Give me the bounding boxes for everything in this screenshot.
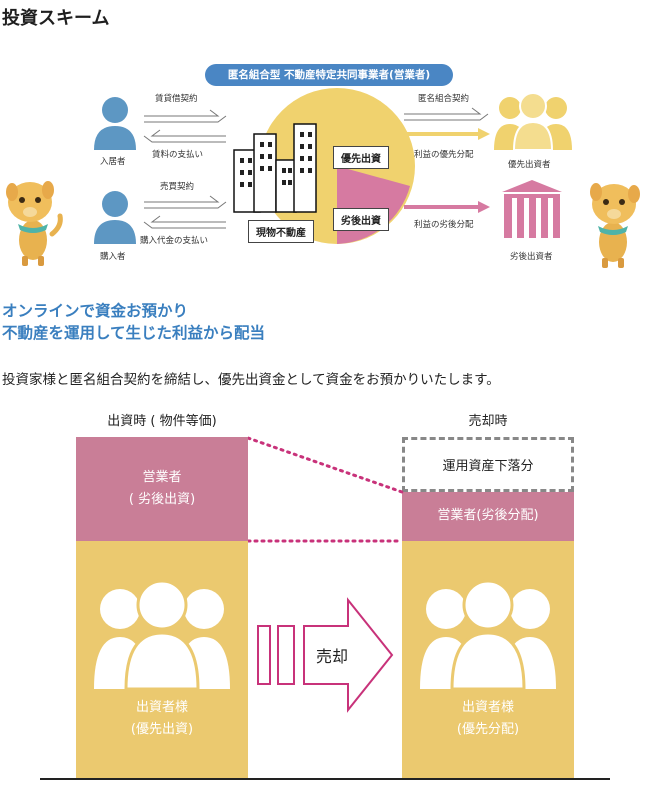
baseline	[40, 778, 610, 780]
priority-investment-label: 優先出資	[333, 146, 389, 169]
right-investor-line1: 出資者様	[461, 700, 514, 715]
right-column-title: 売却時	[468, 414, 508, 429]
subordinate-investor-label: 劣後出資者	[510, 252, 553, 262]
priority-investor-label: 優先出資者	[508, 160, 551, 170]
right-operator-block: 営業者(劣後分配)	[402, 492, 574, 541]
subordinate-arrow-icon	[404, 201, 490, 213]
right-operator-label: 営業者(劣後分配)	[437, 508, 539, 523]
tenant-contract-label: 賃貸借契約	[155, 94, 198, 104]
left-investors-icon	[94, 579, 230, 689]
subordinate-distribution-label: 利益の劣後分配	[414, 220, 474, 230]
left-operator-line2: ( 劣後出資)	[128, 492, 196, 507]
top-dotted-line	[248, 436, 404, 494]
right-investor-block: 出資者様 (優先分配)	[402, 541, 574, 778]
left-operator-block: 営業者 ( 劣後出資)	[76, 437, 248, 541]
mascot-right-icon	[590, 183, 640, 268]
tenant-name: 入居者	[100, 157, 126, 167]
right-exchange-arrows-icon	[404, 107, 490, 140]
priority-investors-icon	[494, 92, 572, 150]
property-label: 現物不動産	[248, 220, 314, 243]
sale-arrow-icon	[257, 597, 394, 713]
scheme-diagram: 匿名組合型 不動産特定共同事業者(営業者) 入居者 購入者 賃貸借契約 賃料の支…	[0, 56, 650, 271]
subordinate-investor-building-icon	[502, 180, 562, 238]
right-investor-line2: (優先分配)	[456, 722, 520, 737]
section-title: 投資スキーム	[2, 8, 110, 29]
tenant-exchange-arrows-icon	[143, 109, 227, 143]
description-text: 投資家様と匿名組合契約を締結し、優先出資金として資金をお預かりいたします。	[2, 372, 500, 388]
buyer-payment-label: 購入代金の支払い	[140, 236, 209, 246]
operator-pill: 匿名組合型 不動産特定共同事業者(営業者)	[205, 64, 453, 86]
tenant-person-icon	[94, 97, 136, 150]
priority-distribution-label: 利益の優先分配	[414, 150, 474, 160]
right-investors-icon	[420, 579, 556, 689]
right-loss-label: 運用資産下落分	[442, 459, 534, 474]
buyer-person-icon	[94, 191, 136, 244]
headline-line1: オンラインで資金お預かり	[2, 302, 189, 320]
left-investor-line1: 出資者様	[135, 700, 188, 715]
left-investor-line2: (優先出資)	[130, 722, 194, 737]
right-contract-label: 匿名組合契約	[418, 94, 470, 104]
sale-label: 売却	[316, 647, 349, 666]
subordinate-investment-label: 劣後出資	[333, 208, 389, 231]
buyer-contract-label: 売買契約	[160, 182, 195, 192]
left-operator-line1: 営業者	[142, 470, 182, 485]
headline: オンラインで資金お預かり 不動産を運用して生じた利益から配当	[2, 300, 265, 344]
headline-line2: 不動産を運用して生じた利益から配当	[2, 324, 266, 342]
mascot-left-icon	[6, 181, 63, 266]
buyer-name: 購入者	[100, 252, 126, 262]
buildings-icon	[233, 123, 317, 213]
left-investor-block: 出資者様 (優先出資)	[76, 541, 248, 778]
tenant-payment-label: 賃料の支払い	[152, 150, 204, 160]
buyer-exchange-arrows-icon	[143, 195, 227, 229]
dotted-connectors	[248, 436, 404, 543]
right-loss-block: 運用資産下落分	[402, 437, 574, 492]
left-column-title: 出資時 ( 物件等価)	[107, 414, 217, 429]
